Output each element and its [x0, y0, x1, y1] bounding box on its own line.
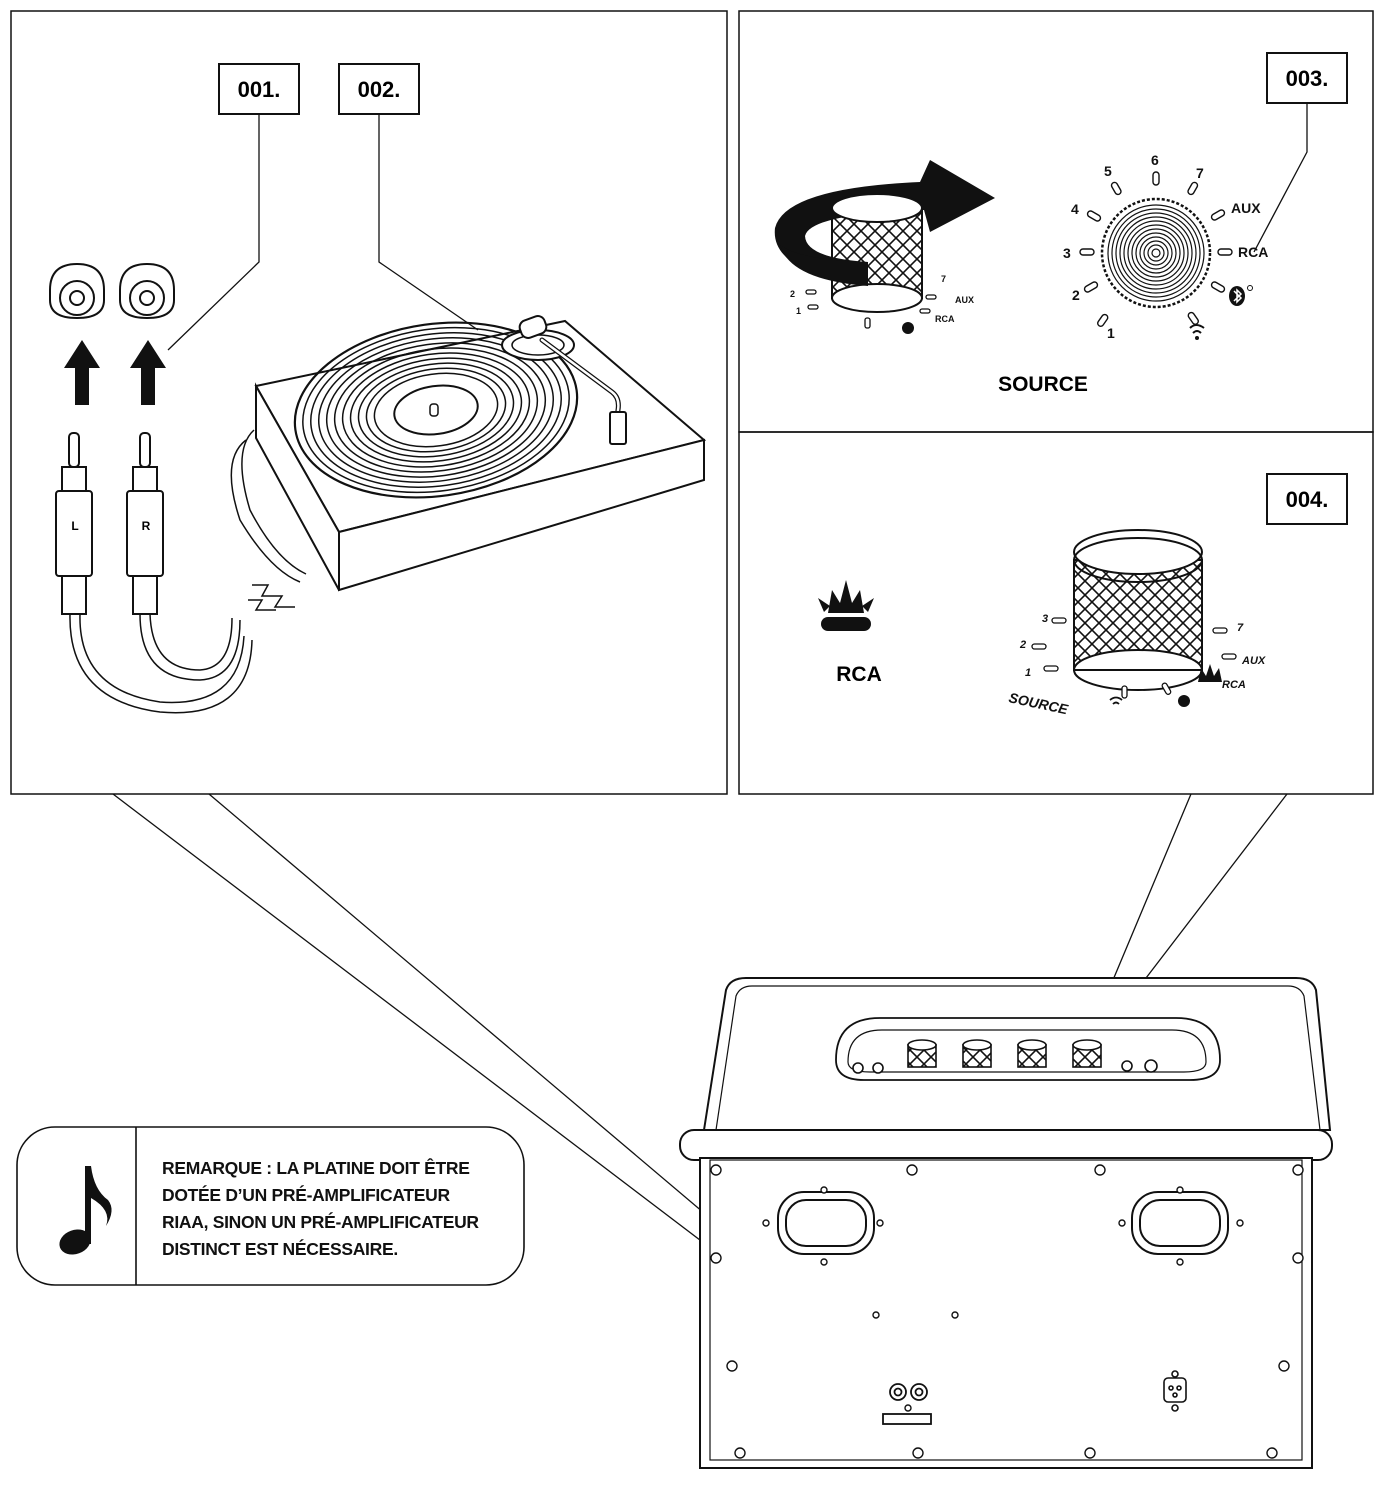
- knob-source-label: SOURCE: [1007, 689, 1070, 717]
- step-label-003: 003.: [1266, 52, 1348, 104]
- svg-text:1: 1: [1025, 667, 1031, 679]
- rca-cable: [69, 429, 307, 714]
- note-text: REMARQUE : LA PLATINE DOIT ÊTRE DOTÉE D’…: [162, 1155, 512, 1263]
- dial-source-label: SOURCE: [998, 373, 1088, 396]
- arrow-up-icon: [130, 340, 166, 405]
- step-label-001: 001.: [218, 63, 300, 115]
- step-label-002: 002.: [338, 63, 420, 115]
- selected-source-label: RCA: [836, 663, 882, 686]
- speaker-control-knobs: [852, 1039, 1158, 1074]
- step-003-text: 003.: [1286, 66, 1329, 91]
- speaker-bass-ports: [777, 1191, 1229, 1255]
- rca-plug-left: [55, 432, 93, 615]
- note-line: DOTÉE D’UN PRÉ-AMPLIFICATEUR: [162, 1185, 450, 1205]
- dial-option-rca: RCA: [1238, 244, 1268, 260]
- dial-number-1: 1: [1107, 325, 1115, 341]
- dial-option-aux: AUX: [1231, 200, 1261, 216]
- svg-text:1: 1: [796, 306, 801, 316]
- rotate-arrow-icon: [774, 160, 995, 286]
- arrow-up-icon: [64, 340, 100, 405]
- dial-number-5: 5: [1104, 163, 1112, 179]
- step-004-text: 004.: [1286, 487, 1329, 512]
- step-001-text: 001.: [238, 77, 281, 102]
- speaker-rca-input-jacks: [882, 1383, 932, 1425]
- svg-text:RCA: RCA: [1222, 679, 1246, 691]
- dial-number-6: 6: [1151, 152, 1159, 168]
- svg-text:RCA: RCA: [935, 314, 955, 324]
- note-line: RIAA, SINON UN PRÉ-AMPLIFICATEUR: [162, 1212, 479, 1232]
- note-line: DISTINCT EST NÉCESSAIRE.: [162, 1239, 398, 1259]
- rca-input-jack-right: [119, 262, 175, 320]
- rca-led-icon: [818, 580, 874, 631]
- bluetooth-icon: [1229, 285, 1253, 306]
- dial-number-7: 7: [1196, 165, 1204, 181]
- plug-label-left: L: [71, 519, 78, 533]
- leader-line-001: [167, 114, 260, 351]
- leader-line-003: [1253, 103, 1308, 253]
- svg-text:2: 2: [790, 289, 795, 299]
- svg-text:7: 7: [941, 274, 946, 284]
- speaker-rear-view: [679, 977, 1333, 1469]
- step-label-004: 004.: [1266, 473, 1348, 525]
- leader-line-002: [378, 114, 479, 331]
- dial-number-3: 3: [1063, 245, 1071, 261]
- turntable: [254, 315, 707, 592]
- rca-input-jack-left: [49, 262, 105, 320]
- svg-text:AUX: AUX: [955, 295, 974, 305]
- rca-plug-right: [126, 432, 164, 615]
- note-box: [16, 1126, 525, 1286]
- dial-number-2: 2: [1072, 287, 1080, 303]
- panel-rca-selected: [738, 431, 1374, 795]
- power-socket: [1163, 1370, 1187, 1412]
- note-line: REMARQUE : LA PLATINE DOIT ÊTRE: [162, 1158, 470, 1178]
- speaker-screws: [710, 1164, 1304, 1459]
- wifi-icon: [1189, 324, 1205, 340]
- music-note-icon: [59, 1166, 112, 1255]
- svg-text:3: 3: [1042, 613, 1048, 625]
- svg-text:2: 2: [1019, 639, 1026, 651]
- dial-number-4: 4: [1071, 201, 1079, 217]
- source-dial-face: 1 2 3 4 5 6 7 AUX RCA SOURCE: [998, 152, 1268, 396]
- svg-text:7: 7: [1237, 622, 1244, 634]
- svg-text:AUX: AUX: [1241, 655, 1266, 667]
- step-002-text: 002.: [358, 77, 401, 102]
- panel-turntable-connection: [10, 10, 728, 795]
- plug-label-right: R: [142, 519, 151, 533]
